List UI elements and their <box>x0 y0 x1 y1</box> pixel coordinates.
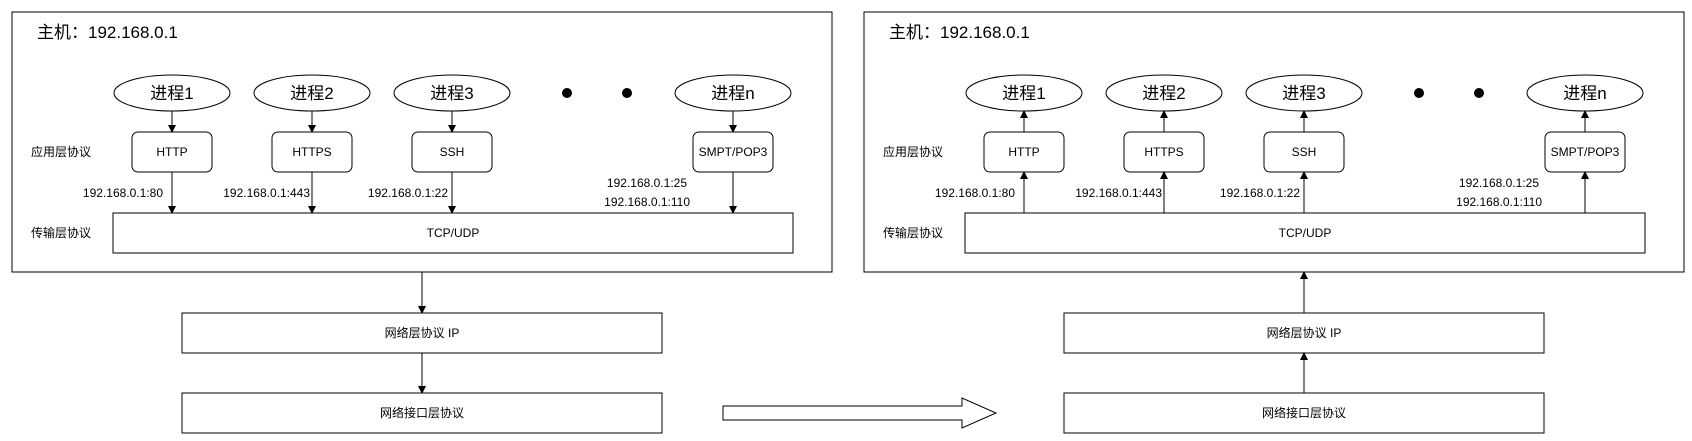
left-process-2-label: 进程2 <box>290 84 333 103</box>
left-port-25: 192.168.0.1:25 <box>607 176 687 190</box>
left-port-22: 192.168.0.1:22 <box>368 186 448 200</box>
right-process-n-label: 进程n <box>1563 84 1606 103</box>
left-network-layer-label: 网络层协议 IP <box>385 325 460 340</box>
right-port-80: 192.168.0.1:80 <box>935 186 1015 200</box>
right-protocol-smtp-label: SMPT/POP3 <box>1551 145 1620 159</box>
right-host-title: 主机：192.168.0.1 <box>889 23 1030 42</box>
right-port-25: 192.168.0.1:25 <box>1459 176 1539 190</box>
transfer-arrow <box>722 397 998 429</box>
left-protocol-http-label: HTTP <box>156 145 187 159</box>
left-protocol-smtp-label: SMPT/POP3 <box>699 145 768 159</box>
right-interface-layer-label: 网络接口层协议 <box>1262 405 1346 420</box>
right-protocol-https-label: HTTPS <box>1144 145 1183 159</box>
right-diagram: 主机：192.168.0.1 进程1 进程2 进程3 进程n 应用层协议 HTT… <box>863 11 1685 434</box>
left-interface-layer-box <box>181 392 663 434</box>
left-process-1-label: 进程1 <box>150 84 193 103</box>
left-protocol-ssh-label: SSH <box>440 145 465 159</box>
right-process-2-label: 进程2 <box>1142 84 1185 103</box>
right-interface-layer-box <box>1063 392 1545 434</box>
left-port-443: 192.168.0.1:443 <box>223 186 310 200</box>
left-app-layer-label: 应用层协议 <box>31 144 91 159</box>
left-ellipsis-dot-2 <box>622 88 632 98</box>
left-diagram: 主机：192.168.0.1 进程1 进程2 进程3 进程n 应用层协议 HTT… <box>11 11 833 434</box>
left-ellipsis-dot-1 <box>562 88 572 98</box>
right-app-layer-label: 应用层协议 <box>883 144 943 159</box>
right-transport-box <box>964 212 1646 254</box>
right-process-3-label: 进程3 <box>1282 84 1325 103</box>
left-host-title: 主机：192.168.0.1 <box>37 23 178 42</box>
right-network-layer-label: 网络层协议 IP <box>1267 325 1342 340</box>
right-ellipsis-dot-2 <box>1474 88 1484 98</box>
right-port-110: 192.168.0.1:110 <box>1456 195 1542 209</box>
left-process-n-label: 进程n <box>711 84 754 103</box>
right-network-layer-box <box>1063 312 1545 354</box>
left-protocol-https-label: HTTPS <box>292 145 331 159</box>
left-port-80: 192.168.0.1:80 <box>83 186 163 200</box>
left-port-110: 192.168.0.1:110 <box>604 195 690 209</box>
left-transport-layer-label: 传输层协议 <box>31 225 91 240</box>
right-process-1-label: 进程1 <box>1002 84 1045 103</box>
left-transport-box <box>112 212 794 254</box>
right-transport-layer-label: 传输层协议 <box>883 225 943 240</box>
right-transport-label: TCP/UDP <box>1279 226 1332 240</box>
right-port-22: 192.168.0.1:22 <box>1220 186 1300 200</box>
right-protocol-http-label: HTTP <box>1008 145 1039 159</box>
right-port-443: 192.168.0.1:443 <box>1075 186 1162 200</box>
left-process-3-label: 进程3 <box>430 84 473 103</box>
right-ellipsis-dot-1 <box>1414 88 1424 98</box>
left-interface-layer-label: 网络接口层协议 <box>380 405 464 420</box>
left-transport-label: TCP/UDP <box>427 226 480 240</box>
right-protocol-ssh-label: SSH <box>1292 145 1317 159</box>
